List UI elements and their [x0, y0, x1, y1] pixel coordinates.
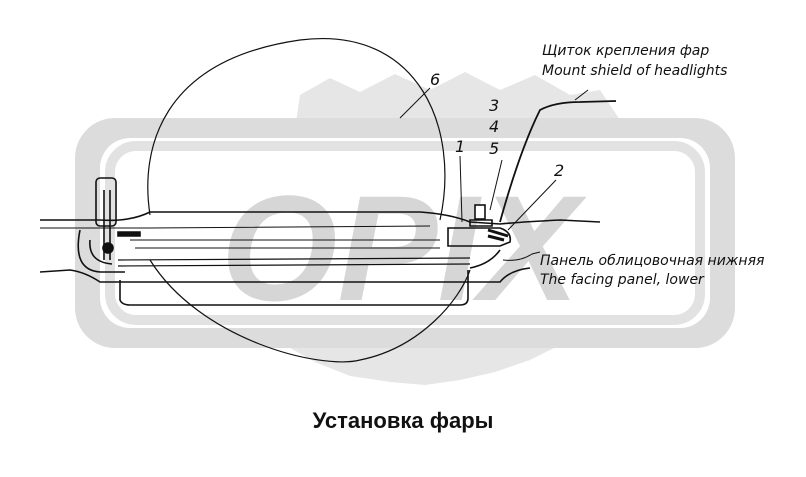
callout-4: 4	[489, 117, 500, 136]
mount-shield	[499, 100, 617, 223]
callout-leaders	[399, 87, 557, 231]
callout-3: 3	[489, 96, 500, 115]
upper-panel-line	[40, 211, 601, 225]
annotation-panel-en: The facing panel, lower	[540, 272, 704, 288]
callout-1: 1	[455, 137, 466, 156]
annotation-shield-en: Mount shield of headlights	[542, 63, 728, 79]
right-fastener-assembly	[447, 204, 512, 269]
leader-panel	[502, 251, 541, 261]
headlight-dome	[147, 38, 446, 221]
callout-2: 2	[554, 161, 565, 180]
left-mount-bracket	[77, 177, 141, 273]
annotation-panel-ru: Панель облицовочная нижняя	[540, 253, 765, 269]
headlight-lower-arc	[149, 259, 471, 363]
callout-5: 5	[489, 139, 500, 158]
annotation-shield-ru: Щиток крепления фар	[542, 43, 710, 59]
headlight-housing	[119, 270, 469, 306]
figure-title: Установка фары	[312, 408, 494, 433]
leader-shield	[574, 89, 589, 101]
callout-6: 6	[430, 70, 441, 89]
